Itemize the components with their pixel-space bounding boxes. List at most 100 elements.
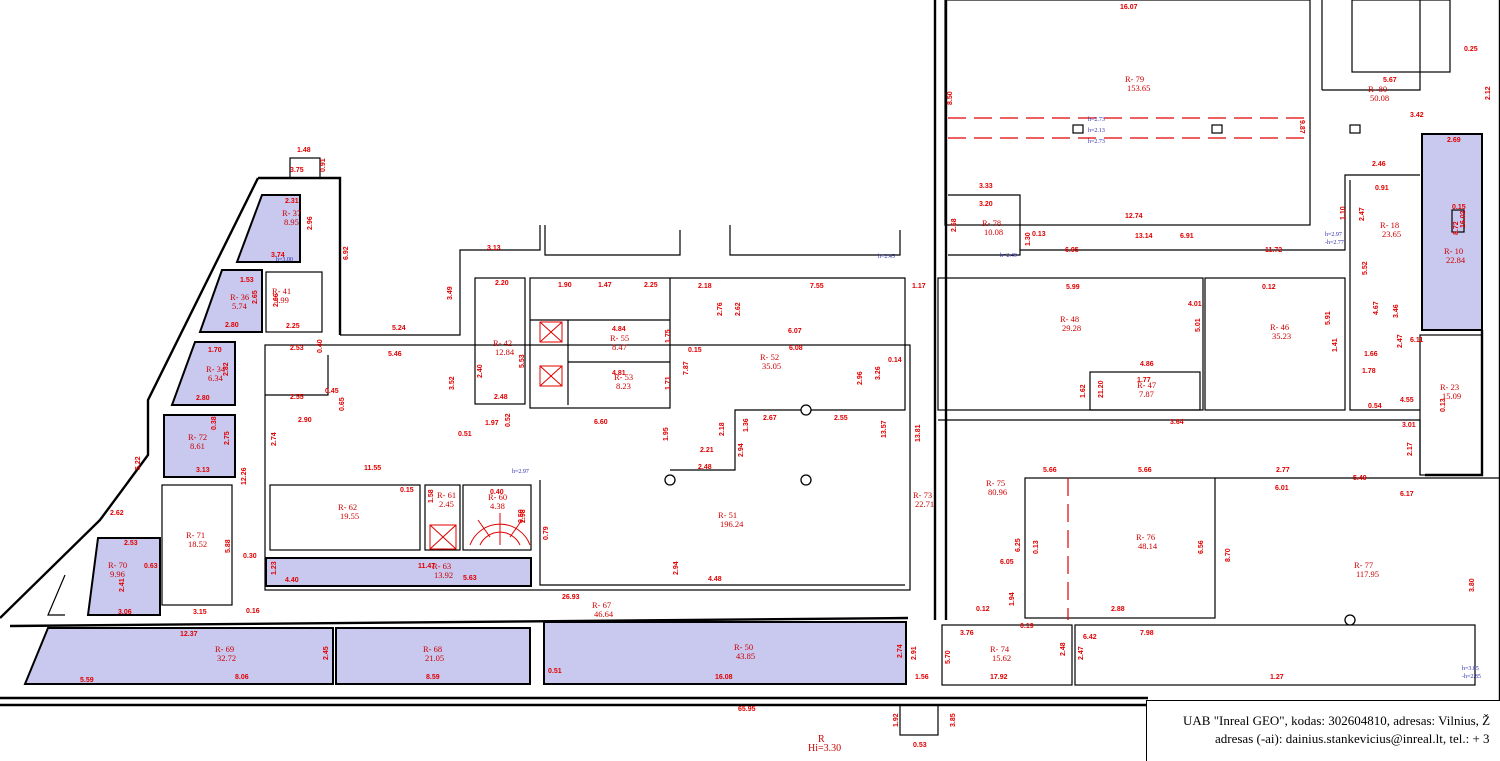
room-label: R- 62 bbox=[338, 502, 357, 512]
room-area: 8.61 bbox=[190, 441, 205, 451]
interior-walls bbox=[47, 0, 1500, 736]
dimension-label: 5.91 bbox=[1325, 311, 1332, 325]
room-area: 21.05 bbox=[425, 653, 444, 663]
dimension-label: 0.51 bbox=[548, 668, 562, 675]
room-label: R- 18 bbox=[1380, 220, 1399, 230]
room-label: R- 41 bbox=[272, 286, 291, 296]
dimension-label: 4.81 bbox=[612, 370, 626, 377]
room-label: R- 63 bbox=[432, 561, 451, 571]
dimension-label: 3.76 bbox=[960, 630, 974, 637]
dimension-label: 17.92 bbox=[990, 674, 1008, 681]
dimension-label: 7.55 bbox=[810, 283, 824, 290]
dimension-label: 2.75 bbox=[224, 431, 231, 445]
dimension-label: 6.91 bbox=[1180, 233, 1194, 240]
room-label: R- 23 bbox=[1440, 382, 1459, 392]
dimension-label: 26.93 bbox=[562, 594, 580, 601]
dimension-label: 16.02 bbox=[1460, 210, 1467, 228]
dimension-label: 1.27 bbox=[1270, 674, 1284, 681]
bottom-height-label: Hi=3.30 bbox=[808, 743, 842, 754]
room-area: 10.08 bbox=[984, 227, 1003, 237]
room-area: 153.65 bbox=[1127, 83, 1150, 93]
dimension-label: 2.12 bbox=[1485, 86, 1492, 100]
dimension-label: 0.53 bbox=[913, 742, 927, 749]
section-lines bbox=[948, 117, 1310, 620]
dimension-label: 12.37 bbox=[180, 631, 198, 638]
dimension-label: 1.78 bbox=[1362, 368, 1376, 375]
dimension-label: 1.17 bbox=[912, 283, 926, 290]
dimension-label: 5.01 bbox=[1195, 318, 1202, 332]
outer-walls bbox=[0, 0, 1500, 707]
room-area: 50.08 bbox=[1370, 93, 1389, 103]
dimension-label: 2.25 bbox=[286, 323, 300, 330]
bottom-r-label: R bbox=[818, 734, 825, 745]
room-area: 7.87 bbox=[1139, 389, 1154, 399]
dimension-label: 5.63 bbox=[463, 575, 477, 582]
room-label: R- 52 bbox=[760, 352, 779, 362]
dimension-label: 2.53 bbox=[124, 540, 138, 547]
dimension-label: 0.51 bbox=[458, 431, 472, 438]
room-label: R- 78 bbox=[982, 218, 1001, 228]
dimension-label: 3.13 bbox=[487, 245, 501, 252]
dimension-label: 0.65 bbox=[339, 397, 346, 411]
dimension-label: 1.97 bbox=[485, 420, 499, 427]
dimension-label: 21.20 bbox=[1098, 380, 1105, 398]
dimension-label: 65.95 bbox=[738, 706, 756, 713]
room-label: R- 51 bbox=[718, 510, 737, 520]
dimension-label: 0.13 bbox=[1033, 540, 1040, 554]
dimension-label: 11.55 bbox=[364, 465, 381, 472]
room-area: 48.14 bbox=[1138, 541, 1158, 551]
room-area: 5.99 bbox=[274, 295, 289, 305]
room-label: R- 73 bbox=[913, 490, 932, 500]
room-37-fill bbox=[235, 194, 301, 263]
height-label: -h=2.85 bbox=[1462, 674, 1481, 680]
room-area: 46.64 bbox=[594, 609, 614, 619]
dimension-label: 1.66 bbox=[1364, 351, 1378, 358]
dimension-label: 2.46 bbox=[1372, 161, 1386, 168]
room-label: R- 77 bbox=[1354, 560, 1373, 570]
dimension-label: 2.55 bbox=[290, 394, 304, 401]
room-area: 35.05 bbox=[762, 361, 781, 371]
dimension-label: 2.53 bbox=[290, 345, 304, 352]
room-area: 15.09 bbox=[1442, 391, 1461, 401]
dimension-label: 3.33 bbox=[979, 183, 993, 190]
dimension-label: 0.15 bbox=[688, 347, 702, 354]
room-area: 29.28 bbox=[1062, 323, 1081, 333]
dimension-label: 1.10 bbox=[1340, 206, 1347, 220]
dimension-label: 6.11 bbox=[1410, 337, 1423, 344]
dimension-label: 1.71 bbox=[665, 376, 672, 390]
room-50-fill bbox=[543, 621, 907, 685]
room-area: 15.62 bbox=[992, 653, 1011, 663]
dimension-label: 2.48 bbox=[494, 394, 508, 401]
room-area: 13.92 bbox=[434, 570, 453, 580]
dimension-label: 5.66 bbox=[1138, 467, 1152, 474]
dimension-label: 2.62 bbox=[735, 302, 742, 316]
dimension-label: 3.20 bbox=[979, 201, 993, 208]
dimension-label: 6.60 bbox=[594, 419, 608, 426]
dimension-label: 12.74 bbox=[1125, 213, 1143, 220]
dimension-label: 1.95 bbox=[663, 427, 670, 441]
dimension-label: 0.13 bbox=[1440, 398, 1447, 412]
dimension-label: 2.80 bbox=[225, 322, 239, 329]
dimension-label: 2.31 bbox=[285, 198, 299, 205]
dimension-label: 3.52 bbox=[449, 376, 456, 390]
dimension-label: 0.15 bbox=[400, 487, 414, 494]
dimension-label: 1.23 bbox=[271, 561, 278, 575]
dimension-label: 2.62 bbox=[110, 510, 124, 517]
dimension-label: 2.41 bbox=[119, 578, 126, 592]
dimension-label: 1.75 bbox=[665, 329, 672, 343]
dimension-label: 2.48 bbox=[698, 464, 712, 471]
room-area: 43.85 bbox=[736, 651, 755, 661]
dimension-label: 3.42 bbox=[1410, 112, 1424, 119]
dimension-label: 6.08 bbox=[789, 345, 803, 352]
room-label: R- 72 bbox=[188, 432, 207, 442]
room-area: 23.65 bbox=[1382, 229, 1401, 239]
room-area: 4.38 bbox=[490, 501, 505, 511]
dimension-label: 0.91 bbox=[1375, 185, 1389, 192]
room-label: R- 70 bbox=[108, 560, 127, 570]
dimension-label: 0.38 bbox=[211, 416, 218, 430]
dimension-label: 1.92 bbox=[893, 713, 900, 727]
dimension-label: 0.45 bbox=[325, 388, 339, 395]
height-label: h=2.13 bbox=[1088, 128, 1105, 134]
dimension-label: 0.16 bbox=[246, 608, 260, 615]
room-label: R- 10 bbox=[1444, 246, 1463, 256]
